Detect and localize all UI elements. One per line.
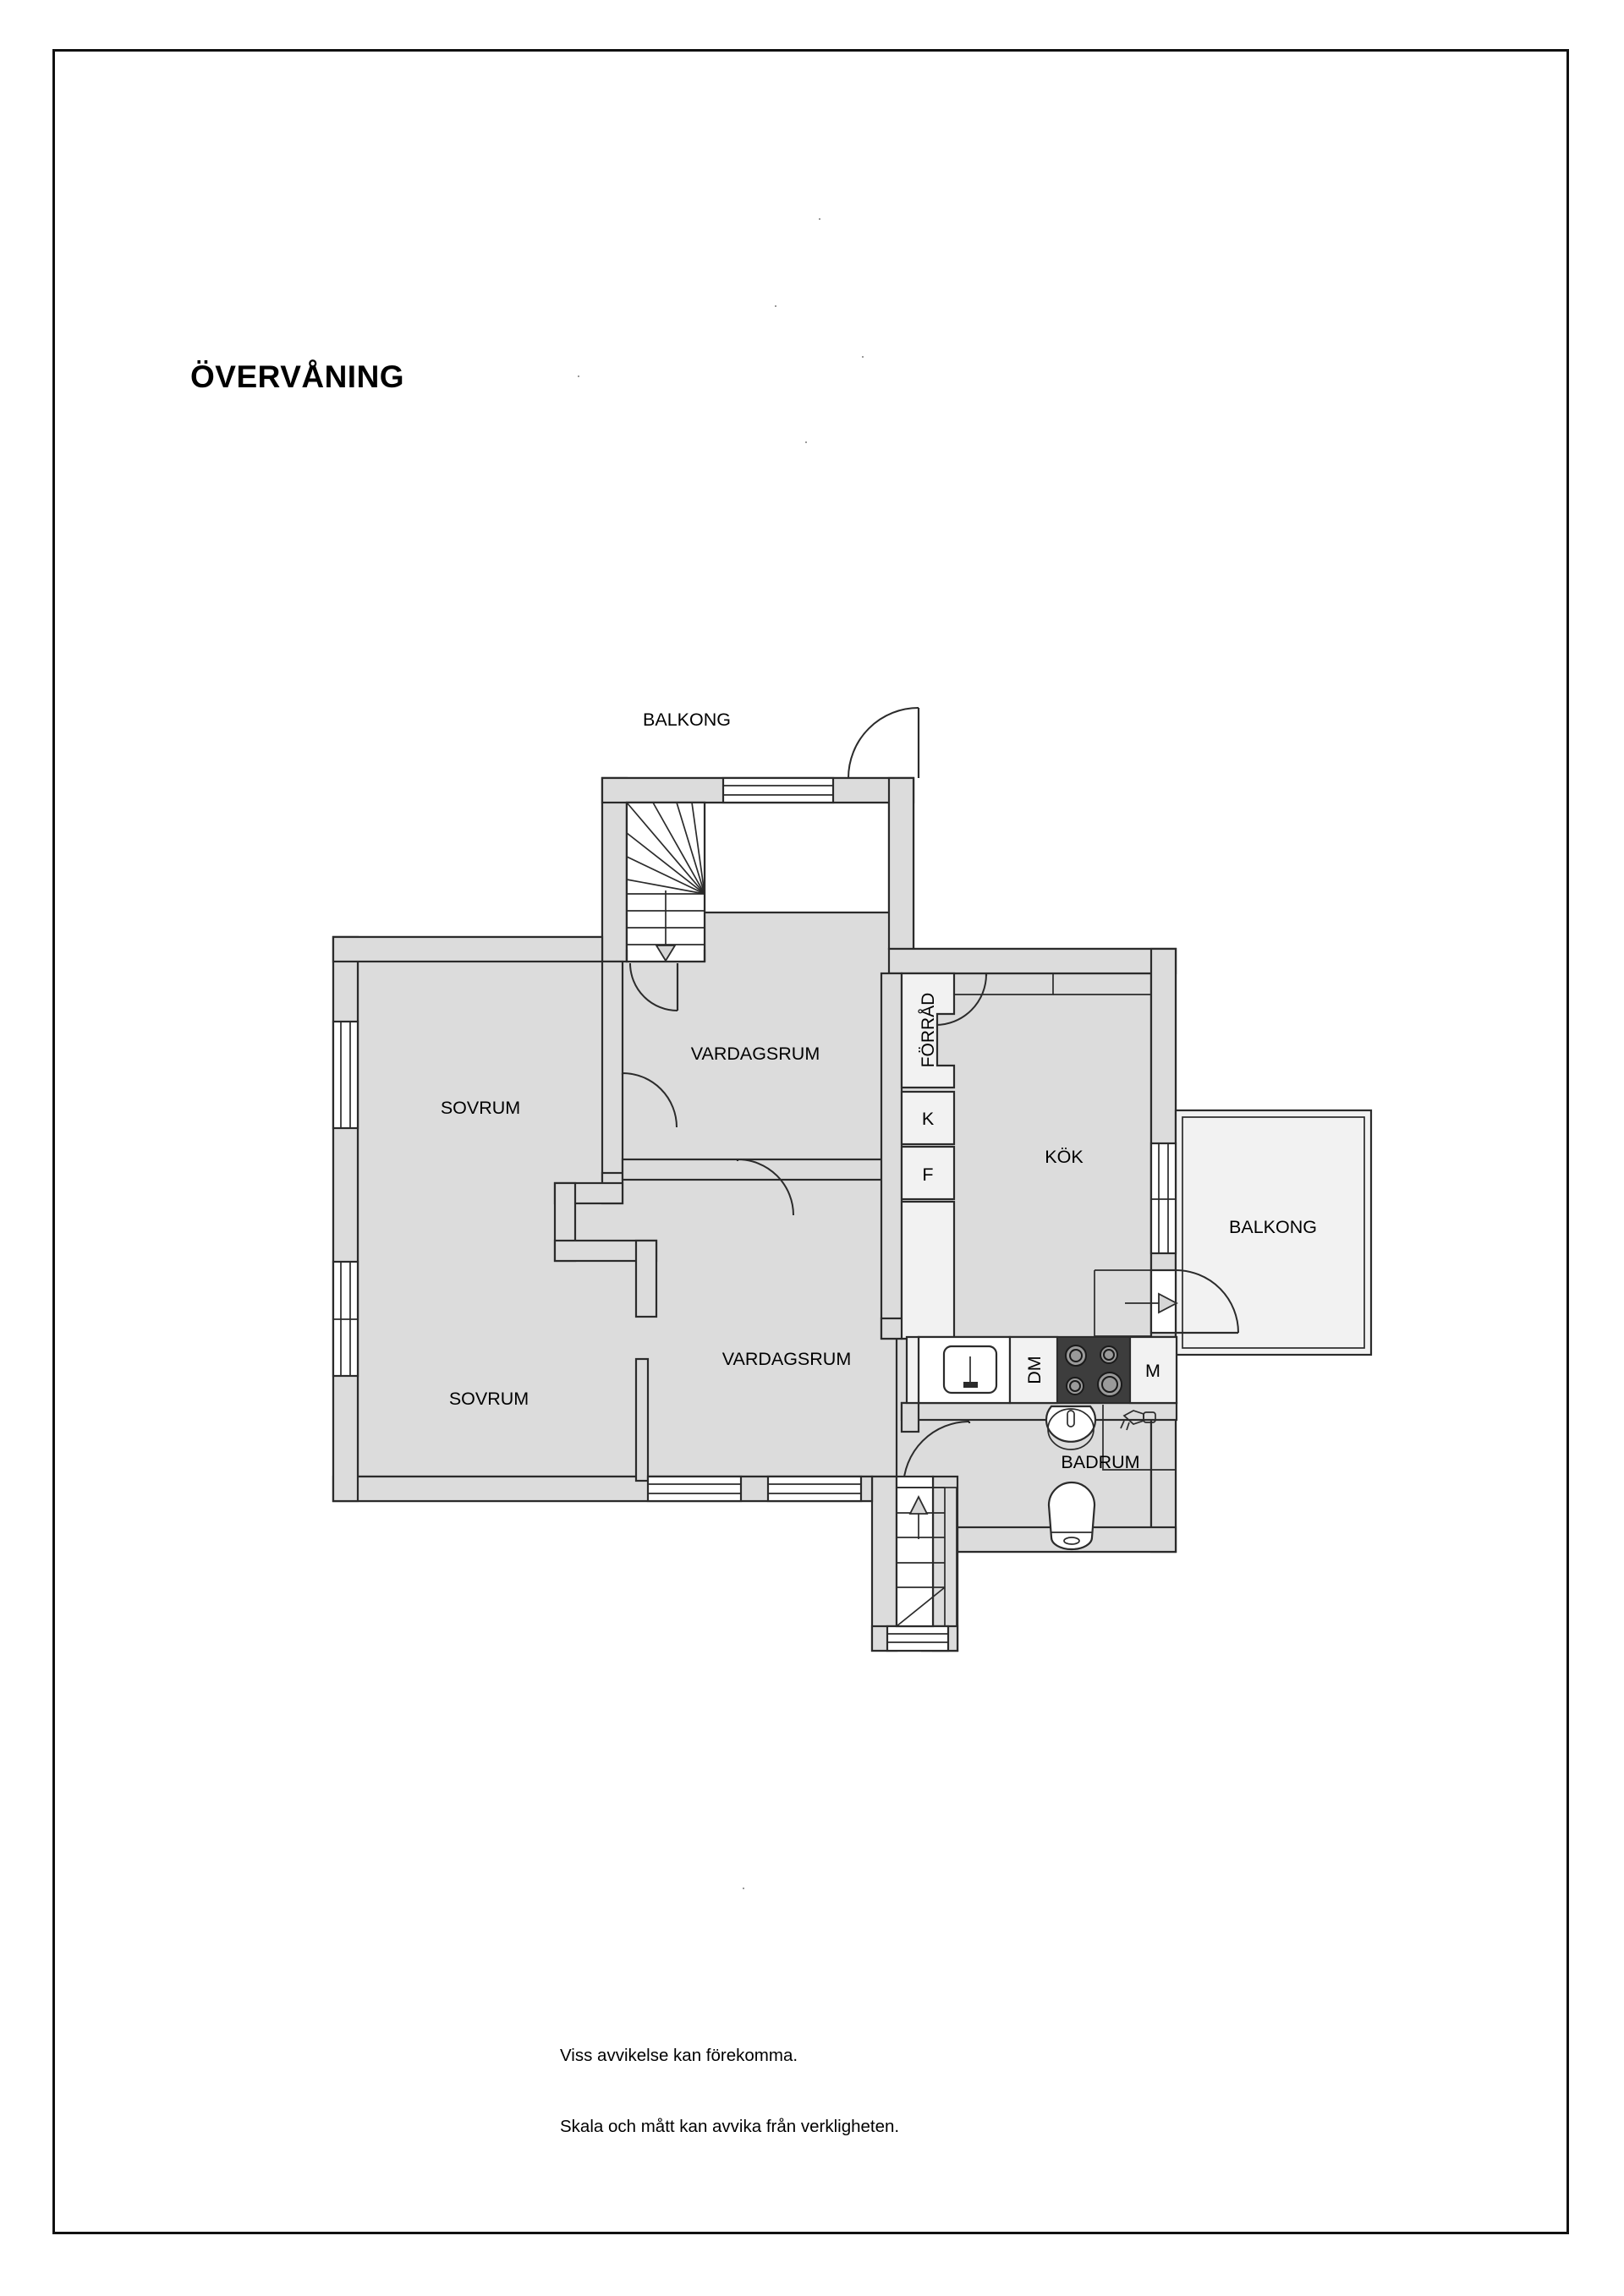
- shower-head-icon: [1120, 1410, 1156, 1431]
- label-kok: KÖK: [1045, 1147, 1084, 1167]
- label-microwave: M: [1145, 1361, 1160, 1381]
- window-kitchen-right: [1149, 1142, 1177, 1255]
- disclaimer-line-2: Skala och mått kan avvika från verklighe…: [560, 2117, 900, 2136]
- scan-speckle: [578, 375, 579, 377]
- bathroom-fixtures: [1045, 1405, 1177, 1551]
- label-sovrum-upper: SOVRUM: [441, 1098, 520, 1118]
- kitchen-column-units: [900, 1090, 956, 1340]
- interior-partitions: [553, 960, 1178, 1482]
- window-stairwell-bottom: [886, 1625, 950, 1652]
- label-refrigerator: K: [922, 1109, 935, 1129]
- disclaimer-line-1: Viss avvikelse kan förekomma.: [560, 2046, 798, 2065]
- balcony-door-top[interactable]: [848, 707, 920, 779]
- staircase-up: [895, 1475, 957, 1628]
- scan-speckle: [743, 1888, 744, 1889]
- door-forrad[interactable]: [935, 973, 988, 1026]
- disclaimer: Viss avvikelse kan förekomma. Skala och …: [560, 1997, 899, 2162]
- scan-speckle: [819, 218, 820, 220]
- door-badrum[interactable]: [903, 1421, 971, 1488]
- window-top: [721, 776, 835, 804]
- staircase-down: [625, 801, 706, 1011]
- label-balkong-right: BALKONG: [1229, 1217, 1317, 1237]
- label-forrad: FÖRRÅD: [919, 993, 938, 1068]
- kitchen-upper-counter: [953, 973, 1151, 995]
- balcony-door-right[interactable]: [1094, 1269, 1239, 1337]
- label-sovrum-lower: SOVRUM: [449, 1389, 529, 1409]
- door-vardagsrum-mid[interactable]: [736, 1159, 794, 1216]
- scan-speckle: [805, 441, 807, 443]
- appliance-labels: K F DM M: [922, 1109, 1160, 1384]
- window-bottom-left: [646, 1475, 743, 1503]
- window-sovrum-lower: [332, 1260, 359, 1378]
- label-balkong-top: BALKONG: [643, 710, 731, 730]
- window-sovrum-upper: [332, 1020, 359, 1130]
- label-dishwasher: DM: [1024, 1356, 1045, 1384]
- kitchen-appliance-run: [905, 1335, 1178, 1405]
- door-sovrum-upper[interactable]: [621, 1072, 678, 1128]
- label-badrum: BADRUM: [1061, 1452, 1139, 1472]
- toilet-icon: [1047, 1481, 1096, 1551]
- scan-speckle: [862, 356, 864, 358]
- window-bottom-right: [766, 1475, 863, 1503]
- balcony-right: [1174, 1109, 1373, 1356]
- page-title: ÖVERVÅNING: [190, 359, 405, 394]
- label-freezer: F: [922, 1164, 933, 1185]
- scan-speckle: [775, 305, 776, 307]
- room-labels: BALKONG SOVRUM VARDAGSRUM FÖRRÅD KÖK BAL…: [441, 710, 1317, 1472]
- label-vardagsrum-lower: VARDAGSRUM: [722, 1349, 852, 1369]
- label-vardagsrum-upper: VARDAGSRUM: [691, 1044, 820, 1064]
